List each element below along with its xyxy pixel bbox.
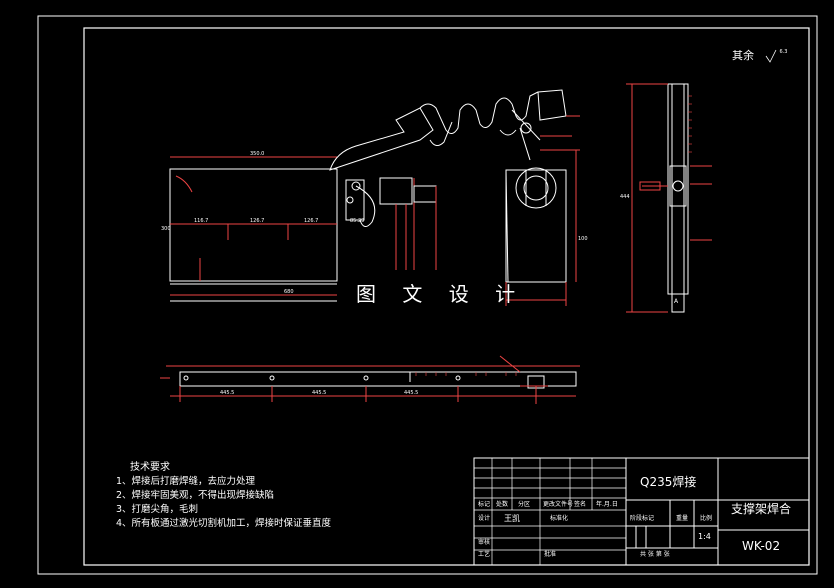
tech-note-1: 1、焊接后打磨焊缝，去应力处理 xyxy=(116,476,256,487)
tb-label-weight: 重量 xyxy=(676,515,689,522)
outer-border xyxy=(37,15,818,575)
tb-label-approve: 批准 xyxy=(544,551,557,558)
material-label: Q235焊接 xyxy=(640,475,697,489)
top-view xyxy=(160,355,580,404)
drawing-number: WK-02 xyxy=(742,539,781,553)
tb-label-stage-mark: 阶段标记 xyxy=(630,515,655,522)
tb-label-signature: 签名 xyxy=(574,501,587,508)
tb-label-design: 设计 xyxy=(478,515,491,522)
dim-top-length: 350.0 xyxy=(250,151,264,157)
dimension-labels: 350.0 116.7 126.7 126.7 85.29 300 680 44… xyxy=(161,151,630,396)
tb-label-scale: 比例 xyxy=(700,515,713,522)
scale-value: 1:4 xyxy=(698,532,711,541)
dim-seg4: 85.29 xyxy=(350,218,364,224)
front-view xyxy=(169,89,580,306)
tb-label-sheet: 共 张 第 张 xyxy=(640,551,670,558)
tb-label-zone: 分区 xyxy=(518,501,531,508)
dim-seg3: 126.7 xyxy=(304,218,318,224)
dim-seg2: 126.7 xyxy=(250,218,264,224)
drawing-frame xyxy=(83,27,810,566)
roughness-label: 其余 xyxy=(732,49,754,62)
tb-label-mark: 标记 xyxy=(478,501,491,508)
dim-bottom-seg1: 445.5 xyxy=(220,390,234,396)
roughness-symbol xyxy=(765,49,777,63)
tb-label-process: 工艺 xyxy=(478,551,491,558)
dim-bottom-seg2: 445.5 xyxy=(312,390,326,396)
tb-label-count: 处数 xyxy=(496,501,509,508)
dim-base-length: 680 xyxy=(284,289,294,295)
dim-bottom-seg3: 445.5 xyxy=(404,390,418,396)
part-name: 支撑架焊合 xyxy=(731,502,792,516)
tb-label-review: 审核 xyxy=(478,539,491,546)
title-block xyxy=(473,457,810,566)
tech-note-4: 4、所有板通过激光切割机加工，焊接时保证垂直度 xyxy=(116,518,332,529)
designer-name: 王凯 xyxy=(504,514,520,523)
dim-plate-height: 300 xyxy=(161,226,171,232)
dim-seg1: 116.7 xyxy=(194,218,208,224)
tb-label-date: 年.月.日 xyxy=(596,501,618,508)
tech-note-2: 2、焊接牢固美观，不得出现焊接缺陷 xyxy=(116,490,275,501)
dim-right: 100 xyxy=(578,236,588,242)
roughness-note: 其余 6.3 xyxy=(732,49,788,62)
tb-label-change-doc: 更改文件号 xyxy=(543,501,574,508)
svg-text:A: A xyxy=(674,298,679,305)
watermark: 图 文 设 计 xyxy=(356,282,526,306)
tb-label-standardize: 标准化 xyxy=(550,515,569,522)
side-view: A xyxy=(626,83,712,313)
tech-note-3: 3、打磨尖角，毛刺 xyxy=(116,504,199,515)
tech-notes-title: 技术要求 xyxy=(130,462,170,473)
dim-side-height: 444 xyxy=(620,194,630,200)
roughness-value: 6.3 xyxy=(779,49,788,55)
